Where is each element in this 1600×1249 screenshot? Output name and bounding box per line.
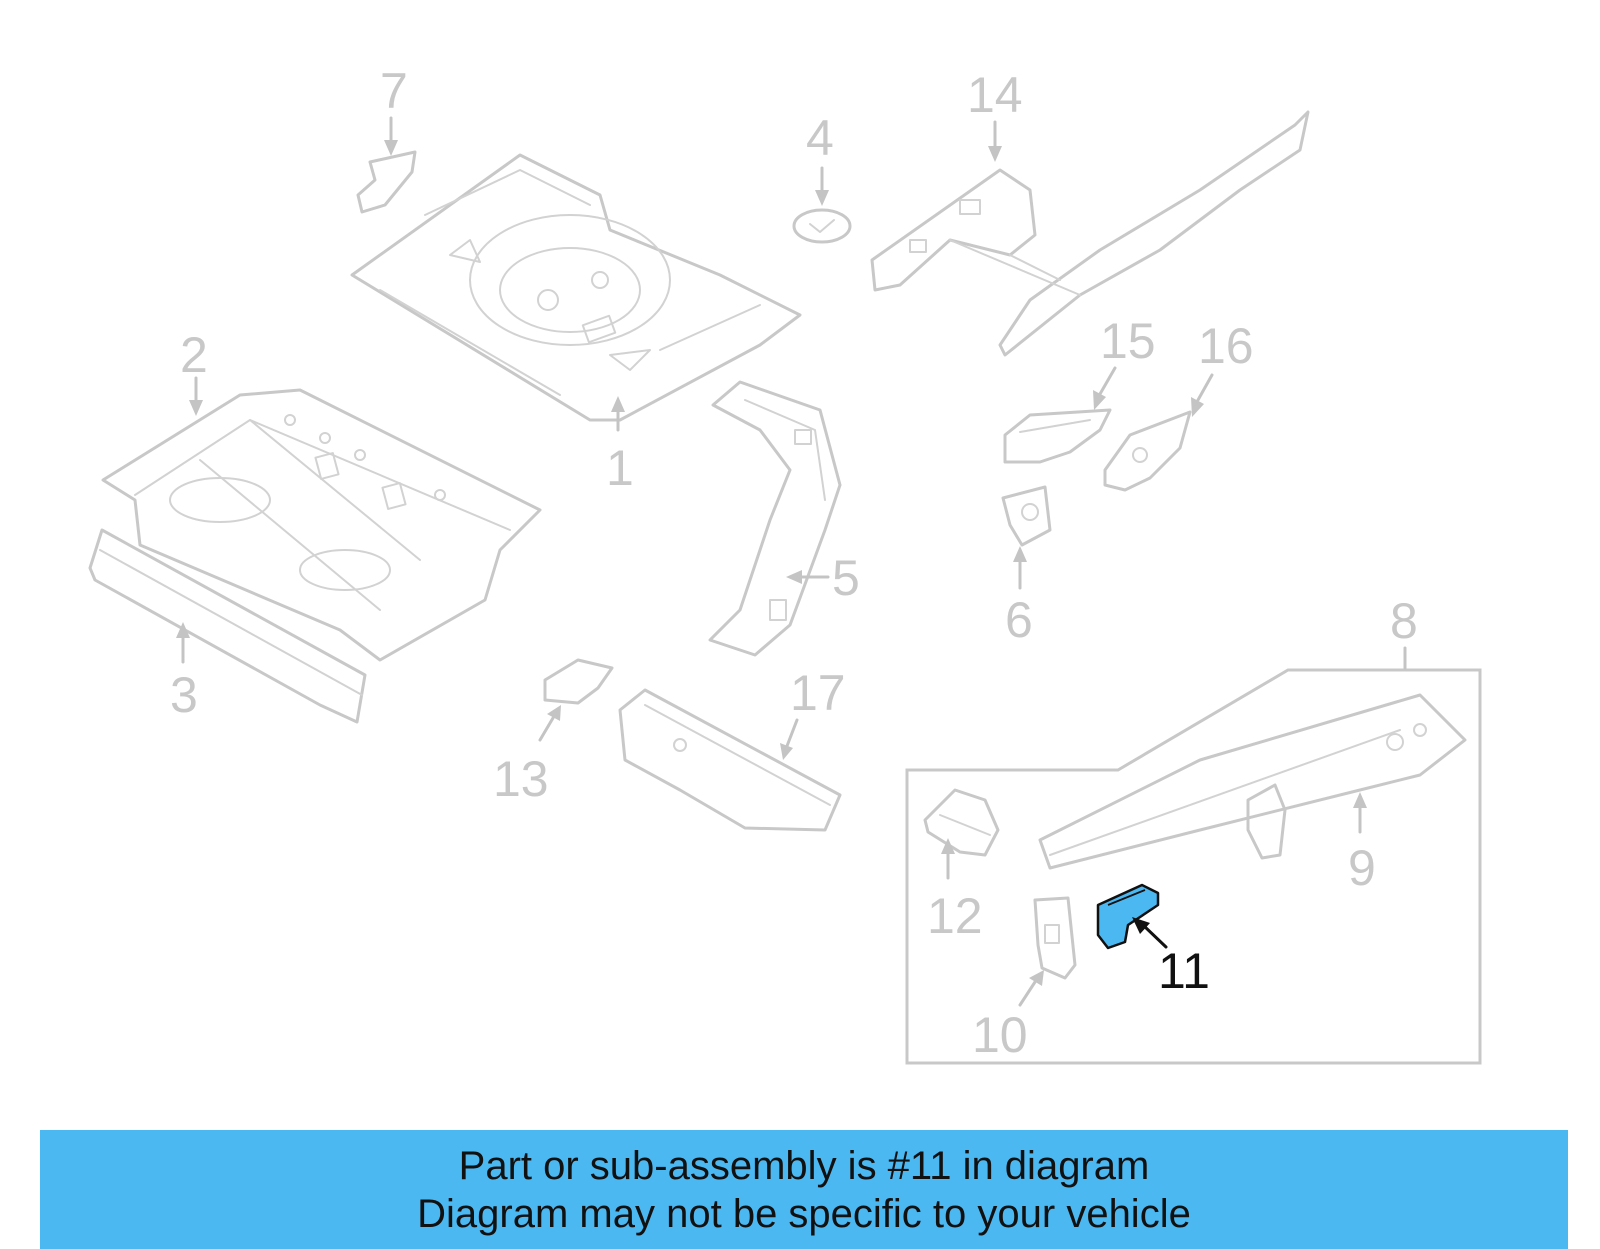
part-15-reinforcement[interactable] <box>1003 408 1112 464</box>
part-13-bracket[interactable] <box>543 658 614 705</box>
part-11-shape[interactable] <box>1096 883 1160 950</box>
callout-1: 1 <box>606 440 634 496</box>
parts-diagram: 7 2 3 1 4 5 6 14 15 16 8 9 12 10 11 13 1… <box>88 63 1482 1065</box>
part-4-plug[interactable] <box>792 208 852 244</box>
part-2-front-floor-pan[interactable] <box>101 388 542 662</box>
part-3-crossmember[interactable] <box>88 528 367 724</box>
callout-4: 4 <box>806 110 834 166</box>
callout-2: 2 <box>180 327 208 383</box>
callout-5: 5 <box>832 550 860 606</box>
part-12-bracket[interactable] <box>923 788 1000 857</box>
callout-12: 12 <box>927 888 983 944</box>
callout-8: 8 <box>1390 593 1418 649</box>
callout-6: 6 <box>1005 592 1033 648</box>
part-16-bracket[interactable] <box>1103 410 1192 492</box>
part-9-front-rail[interactable] <box>1038 693 1467 870</box>
bracket-inside-subassembly[interactable] <box>1246 783 1287 860</box>
info-banner: Part or sub-assembly is #11 in diagram D… <box>40 1130 1568 1249</box>
part-11-highlighted[interactable] <box>1096 883 1160 950</box>
part-6-bracket[interactable] <box>1001 485 1052 547</box>
part-17-extension[interactable] <box>618 688 842 832</box>
part-1-rear-floor-pan[interactable] <box>350 153 802 422</box>
part-7-clip[interactable] <box>356 150 417 214</box>
callout-14: 14 <box>967 67 1023 123</box>
callout-10: 10 <box>972 1007 1028 1063</box>
part-5-wheelhouse[interactable] <box>708 380 842 657</box>
callout-16: 16 <box>1198 318 1254 374</box>
banner-line-1: Part or sub-assembly is #11 in diagram <box>458 1143 1150 1188</box>
banner-line-2: Diagram may not be specific to your vehi… <box>417 1191 1191 1236</box>
callout-13: 13 <box>493 751 549 807</box>
callout-9: 9 <box>1348 840 1376 896</box>
callout-17: 17 <box>790 665 846 721</box>
callout-15: 15 <box>1100 313 1156 369</box>
callout-3: 3 <box>170 667 198 723</box>
callout-11-highlighted: 11 <box>1158 943 1210 999</box>
part-8-subassembly-frame <box>905 668 1482 1065</box>
callout-7: 7 <box>380 63 408 119</box>
part-14-frame-rail[interactable] <box>870 110 1310 357</box>
leader-lines <box>176 116 1407 1007</box>
part-10-plate[interactable] <box>1033 896 1077 980</box>
